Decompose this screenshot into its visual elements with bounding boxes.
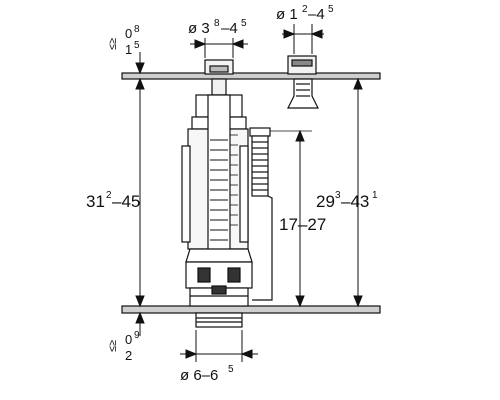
dim-bottom-gap	[135, 311, 145, 336]
dim-bottom-dia	[180, 330, 258, 362]
svg-text:5: 5	[228, 364, 234, 375]
top-plate	[121, 72, 381, 80]
label-top-gap: ≤≥ 0 8 1 5	[107, 24, 140, 57]
valve-body	[181, 94, 253, 328]
dim-left-height	[135, 77, 145, 308]
dim-right-height	[353, 77, 363, 308]
dim-center-height	[295, 129, 305, 308]
svg-text:17–27: 17–27	[279, 215, 326, 234]
svg-text:2: 2	[302, 4, 308, 15]
float-bellows	[249, 127, 273, 301]
svg-text:2: 2	[106, 190, 112, 201]
svg-text:29: 29	[316, 192, 335, 211]
svg-text:ø 3: ø 3	[188, 20, 210, 37]
ladder-marks	[210, 139, 228, 241]
svg-text:–43: –43	[341, 192, 369, 211]
svg-text:9: 9	[134, 330, 140, 341]
svg-text:ø 1: ø 1	[276, 6, 298, 23]
svg-text:1: 1	[372, 190, 378, 201]
label-center-height: 17–27	[279, 215, 326, 234]
dim-top-right-dia	[282, 24, 324, 54]
svg-text:≤≥: ≤≥	[107, 340, 119, 352]
label-right-height: 29 3 –43 1	[316, 190, 378, 211]
svg-text:5: 5	[134, 40, 140, 51]
svg-text:0: 0	[125, 26, 132, 41]
svg-text:31: 31	[86, 192, 105, 211]
dim-top-gap	[135, 52, 145, 75]
svg-text:5: 5	[328, 4, 334, 15]
svg-text:8: 8	[134, 24, 140, 35]
svg-text:–4: –4	[308, 6, 325, 23]
svg-text:≤≥: ≤≥	[107, 38, 119, 50]
label-bottom-dia: ø 6–6 5	[180, 364, 234, 384]
label-top-right-dia: ø 1 2 –4 5	[276, 4, 334, 23]
scale-teeth	[230, 134, 238, 226]
svg-text:2: 2	[125, 348, 132, 363]
bottom-plate	[121, 305, 381, 314]
label-bottom-gap: ≤≥ 0 9 2	[107, 330, 140, 363]
svg-text:1: 1	[125, 42, 132, 57]
svg-text:0: 0	[125, 332, 132, 347]
overflow-nozzle	[287, 55, 319, 109]
svg-text:ø 6–6: ø 6–6	[180, 367, 218, 384]
svg-text:8: 8	[214, 18, 220, 29]
label-left-height: 31 2 –45	[86, 190, 140, 211]
dim-top-center-dia	[190, 38, 248, 58]
svg-text:–4: –4	[221, 20, 238, 37]
svg-text:3: 3	[335, 190, 341, 201]
label-top-center-dia: ø 3 8 –4 5	[188, 18, 247, 37]
svg-text:5: 5	[241, 18, 247, 29]
svg-text:–45: –45	[112, 192, 140, 211]
